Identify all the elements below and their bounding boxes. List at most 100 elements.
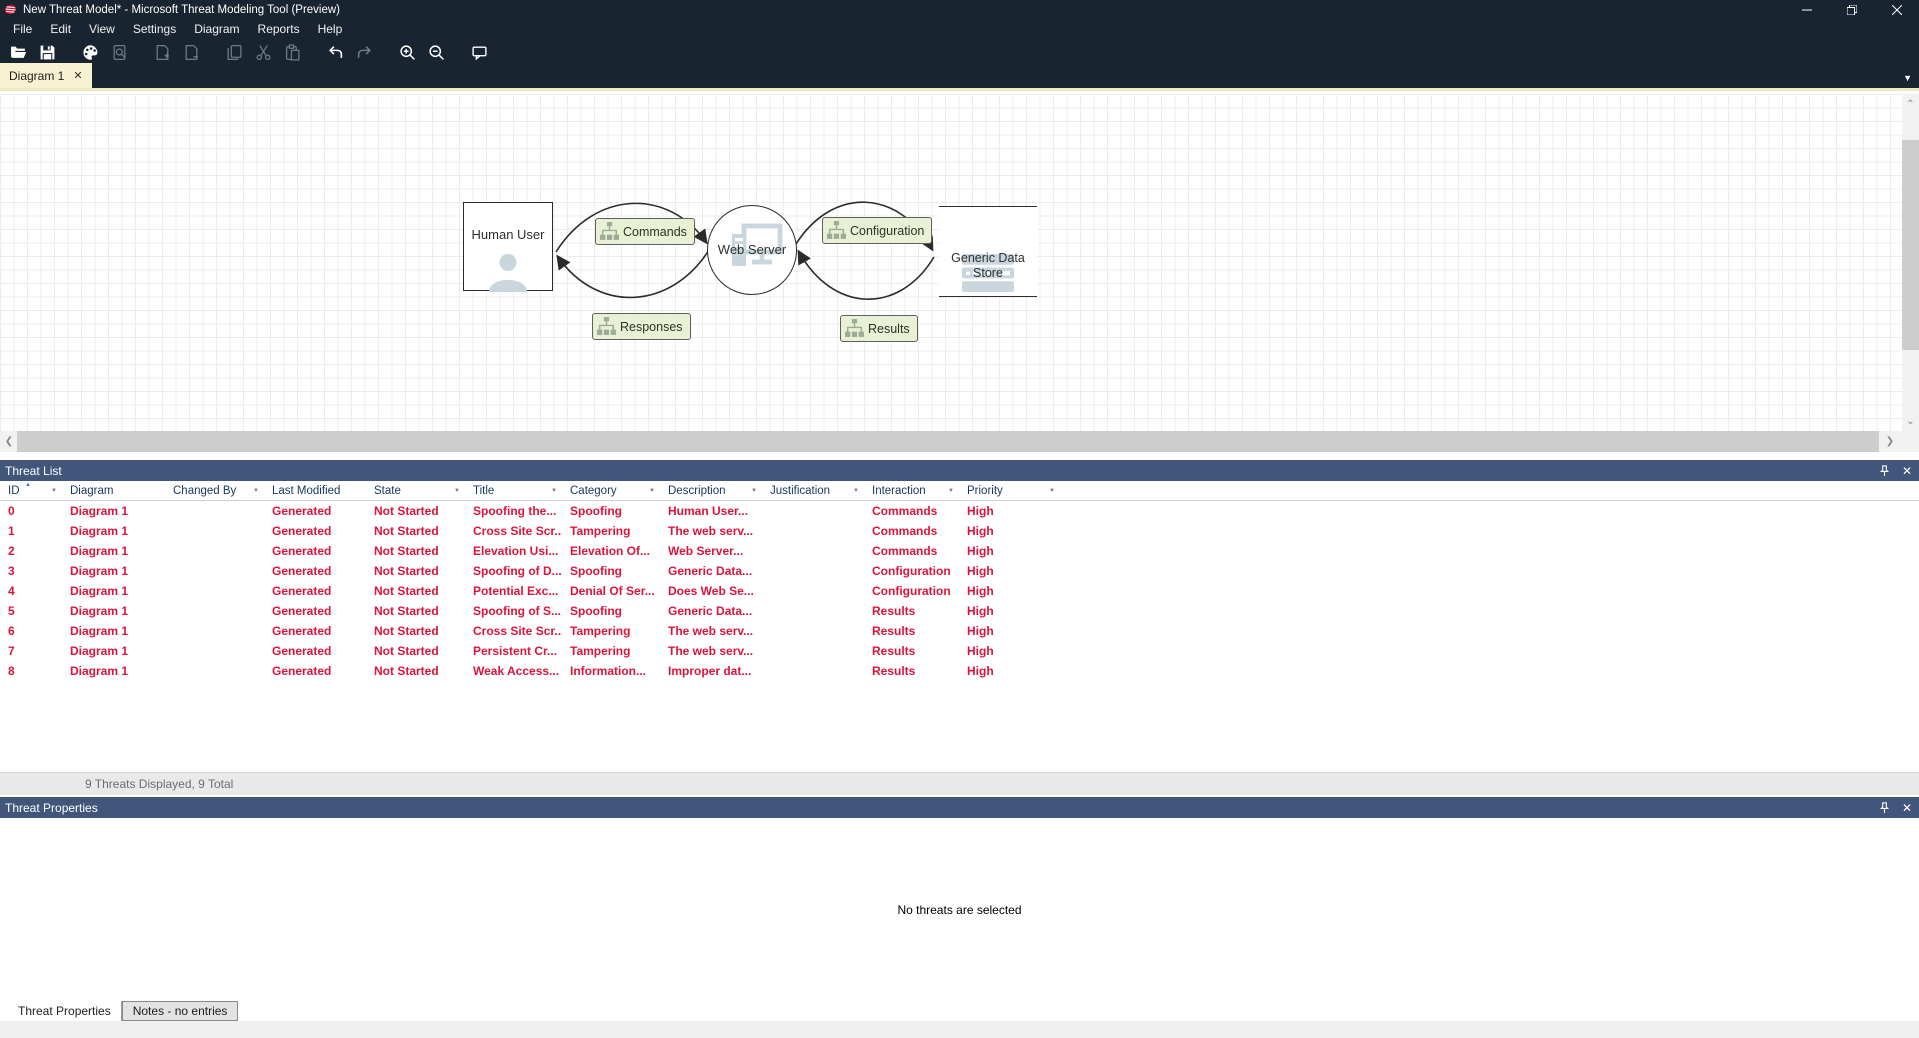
cell-state: Not Started: [374, 584, 439, 598]
cell-last-modified: Generated: [272, 584, 332, 598]
column-header[interactable]: ID ▼: [0, 481, 62, 500]
threat-row[interactable]: 1 Diagram 1 Generated Not Started Cross …: [0, 521, 1919, 541]
menu-item[interactable]: Reports: [257, 22, 300, 36]
column-header[interactable]: Description ▼: [660, 481, 762, 500]
menu-item[interactable]: Help: [317, 22, 343, 36]
filter-dropdown-icon[interactable]: ▼: [649, 487, 655, 494]
close-button[interactable]: [1874, 0, 1919, 19]
restore-button[interactable]: [1829, 0, 1874, 19]
zoom-in-icon[interactable]: [395, 42, 419, 64]
filter-dropdown-icon[interactable]: ▼: [1049, 487, 1055, 494]
redo-icon[interactable]: [352, 42, 376, 64]
menu-item[interactable]: Settings: [132, 22, 177, 36]
filter-dropdown-icon[interactable]: ▼: [551, 487, 557, 494]
cell-description: Improper dat...: [668, 664, 752, 678]
threat-row[interactable]: 2 Diagram 1 Generated Not Started Elevat…: [0, 541, 1919, 561]
panel-close-icon[interactable]: ✕: [1901, 463, 1912, 478]
minimize-button[interactable]: [1784, 0, 1829, 19]
node-web-server[interactable]: Web Server: [707, 205, 797, 295]
diagram-canvas[interactable]: Human User Web Server Generic Data Store…: [0, 94, 1919, 452]
cell-description: The web serv...: [668, 624, 754, 638]
flow-results-curve[interactable]: [797, 249, 935, 300]
cell-description: Generic Data...: [668, 564, 753, 578]
menu-item[interactable]: Diagram: [194, 22, 240, 36]
open-file-icon[interactable]: [6, 42, 30, 64]
save-icon[interactable]: [35, 42, 59, 64]
feedback-icon[interactable]: [467, 42, 491, 64]
panel-close-icon[interactable]: ✕: [1901, 800, 1912, 815]
threat-row[interactable]: 6 Diagram 1 Generated Not Started Cross …: [0, 621, 1919, 641]
filter-dropdown-icon[interactable]: ▼: [751, 487, 757, 494]
cell-category: Tampering: [570, 524, 631, 538]
paste-icon[interactable]: [280, 42, 304, 64]
scroll-left-icon[interactable]: ❮: [4, 436, 14, 447]
column-header[interactable]: Diagram: [62, 481, 165, 500]
threat-count-text: 9 Threats Displayed, 9 Total: [85, 777, 234, 791]
minimize-icon: [1801, 9, 1812, 10]
copy-icon[interactable]: [222, 42, 246, 64]
threat-properties-header: Threat Properties ✕: [0, 797, 1919, 818]
threat-row[interactable]: 4 Diagram 1 Generated Not Started Potent…: [0, 581, 1919, 601]
pin-icon[interactable]: [1879, 464, 1890, 477]
pin-icon[interactable]: [1879, 801, 1890, 814]
column-header[interactable]: Justification ▼: [762, 481, 864, 500]
column-header[interactable]: Last Modified: [264, 481, 366, 500]
cell-category: Denial Of Ser...: [570, 584, 655, 598]
column-header[interactable]: Priority ▼: [959, 481, 1060, 500]
cell-interaction: Commands: [872, 524, 938, 538]
threat-row[interactable]: 8 Diagram 1 Generated Not Started Weak A…: [0, 661, 1919, 681]
scroll-down-icon[interactable]: ⌄: [1906, 415, 1915, 427]
menu-item[interactable]: File: [13, 22, 33, 36]
cell-changed-by: [165, 601, 264, 621]
canvas-horizontal-scrollbar[interactable]: ❮ ❯: [0, 431, 1899, 452]
analyze-report-icon[interactable]: [107, 42, 131, 64]
tab-threat-properties[interactable]: Threat Properties: [8, 1001, 122, 1021]
filter-dropdown-icon[interactable]: ▼: [853, 487, 859, 494]
cell-priority: High: [967, 564, 994, 578]
flow-label-commands[interactable]: Commands: [595, 218, 695, 245]
scroll-right-icon[interactable]: ❯: [1885, 436, 1895, 447]
column-header[interactable]: Interaction ▼: [864, 481, 959, 500]
flow-label-responses[interactable]: Responses: [592, 313, 691, 340]
filter-dropdown-icon[interactable]: ▼: [51, 487, 57, 494]
add-diagram-icon[interactable]: [150, 42, 174, 64]
scroll-up-icon[interactable]: ⌃: [1906, 98, 1915, 110]
column-header[interactable]: Changed By ▼: [165, 481, 264, 500]
column-header-label: Interaction: [872, 484, 926, 497]
canvas-vertical-scrollbar[interactable]: ⌃ ⌄: [1902, 94, 1919, 431]
tab-notes[interactable]: Notes - no entries: [121, 1001, 239, 1021]
menu-item[interactable]: Edit: [50, 22, 72, 36]
node-generic-data-store[interactable]: Generic Data Store: [939, 206, 1037, 297]
cell-diagram: Diagram 1: [70, 624, 129, 638]
menu-bar: File Edit View Settings Diagram Reports Help: [0, 19, 1919, 39]
flow-label-configuration[interactable]: Configuration: [822, 217, 933, 244]
undo-icon[interactable]: [323, 42, 347, 64]
flow-label-results[interactable]: Results: [840, 315, 918, 342]
threat-list-title: Threat List: [5, 463, 62, 478]
column-header[interactable]: State ▼: [366, 481, 465, 500]
menu-item[interactable]: View: [89, 22, 115, 36]
threat-row[interactable]: 0 Diagram 1 Generated Not Started Spoofi…: [0, 501, 1919, 521]
cut-icon[interactable]: [251, 42, 275, 64]
node-human-user[interactable]: Human User: [463, 202, 553, 292]
column-header[interactable]: Category ▼: [562, 481, 660, 500]
cell-interaction: Configuration: [872, 564, 951, 578]
threat-row[interactable]: 7 Diagram 1 Generated Not Started Persis…: [0, 641, 1919, 661]
horizontal-scroll-thumb[interactable]: [17, 431, 1879, 452]
tab-diagram-1[interactable]: Diagram 1 ✕: [0, 63, 92, 88]
tab-overflow-icon[interactable]: ▼: [1903, 73, 1912, 83]
flow-responses-curve[interactable]: [556, 249, 710, 299]
cell-id: 1: [8, 524, 15, 538]
filter-dropdown-icon[interactable]: ▼: [454, 487, 460, 494]
remove-diagram-icon[interactable]: [179, 42, 203, 64]
stencils-palette-icon[interactable]: [78, 42, 102, 64]
filter-dropdown-icon[interactable]: ▼: [948, 487, 954, 494]
threat-row[interactable]: 5 Diagram 1 Generated Not Started Spoofi…: [0, 601, 1919, 621]
column-header[interactable]: Title ▼: [465, 481, 562, 500]
vertical-scroll-thumb[interactable]: [1902, 140, 1919, 350]
column-header-label: Justification: [770, 484, 831, 497]
threat-row[interactable]: 3 Diagram 1 Generated Not Started Spoofi…: [0, 561, 1919, 581]
filter-dropdown-icon[interactable]: ▼: [253, 487, 259, 494]
zoom-out-icon[interactable]: [424, 42, 448, 64]
tab-close-icon[interactable]: ✕: [73, 70, 83, 82]
